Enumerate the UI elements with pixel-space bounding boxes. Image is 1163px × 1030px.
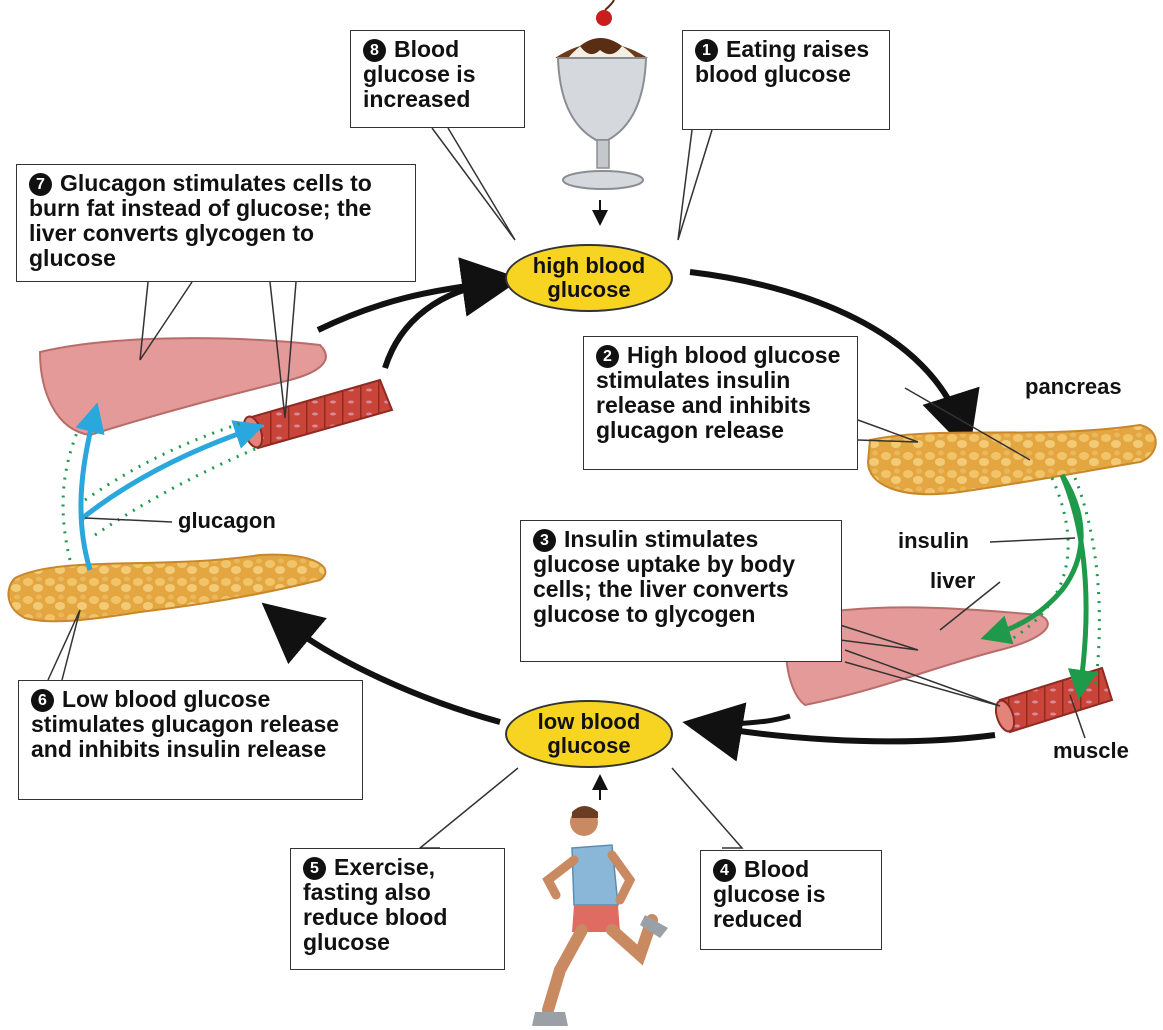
step-7-number: 7: [29, 173, 52, 196]
high-blood-glucose-node: high blood glucose: [505, 244, 673, 312]
sundae-icon: [555, 0, 648, 189]
pancreas-label: pancreas: [1025, 374, 1122, 400]
glucagon-arrow-muscle: [80, 428, 255, 520]
glucagon-dots-1: [63, 430, 78, 560]
step-1-number: 1: [695, 39, 718, 62]
muscle-right-icon: [992, 668, 1112, 734]
liver-label: liver: [930, 568, 975, 594]
runner-icon: [532, 806, 668, 1026]
step-3-text: Insulin stimulates glucose uptake by bod…: [533, 526, 795, 627]
high-blood-glucose-text: high blood glucose: [529, 254, 649, 302]
step-6-text: Low blood glucose stimulates glucagon re…: [31, 686, 339, 762]
glucagon-label: glucagon: [178, 508, 276, 534]
pancreas-left-icon: [8, 555, 325, 622]
step-1-text: Eating raises blood glucose: [695, 36, 869, 87]
low-blood-glucose-text: low blood glucose: [529, 710, 649, 758]
step-2-text: High blood glucose stimulates insulin re…: [596, 342, 840, 443]
muscle-label: muscle: [1053, 738, 1129, 764]
step-6-number: 6: [31, 689, 54, 712]
insulin-label: insulin: [898, 528, 969, 554]
step-8-number: 8: [363, 39, 386, 62]
step-3-number: 3: [533, 529, 556, 552]
step-5-number: 5: [303, 857, 326, 880]
step-7-text: Glucagon stimulates cells to burn fat in…: [29, 170, 372, 271]
arrow-liver-to-low: [706, 716, 790, 726]
muscle-left-icon: [240, 380, 392, 450]
step-2-number: 2: [596, 345, 619, 368]
step-4-number: 4: [713, 859, 736, 882]
glucagon-arrow-liver: [81, 412, 95, 570]
glucagon-dots-2: [85, 422, 245, 500]
low-blood-glucose-node: low blood glucose: [505, 700, 673, 768]
arrow-muscle-to-high: [385, 282, 498, 368]
pancreas-right-icon: [868, 425, 1156, 494]
arrow-muscle-to-low: [706, 726, 995, 741]
